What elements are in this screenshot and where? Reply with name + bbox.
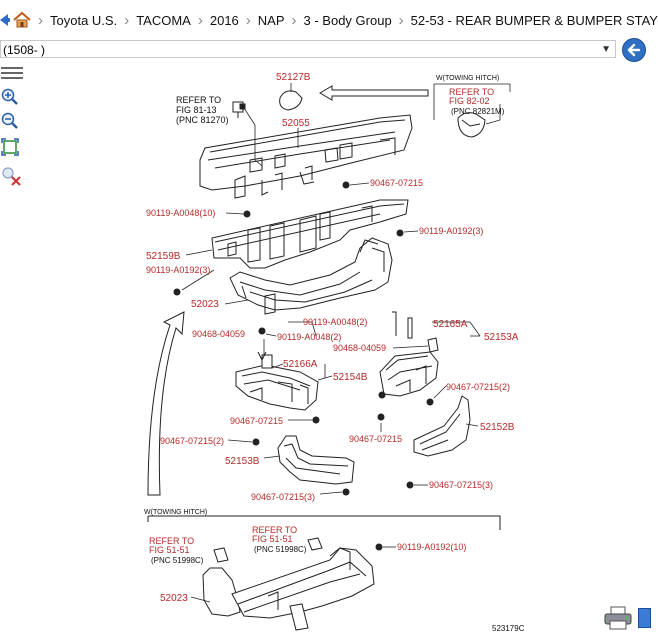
ref-82-02-line3: (PNC 82821M) <box>451 107 505 116</box>
breadcrumb-item-year[interactable]: 2016 <box>209 12 239 28</box>
right-stay-part[interactable] <box>379 311 439 397</box>
left-side-bumper-part[interactable] <box>277 435 355 485</box>
part-label-52153a[interactable]: 52153A <box>484 332 519 343</box>
part-label-52165a[interactable]: 52165A <box>433 319 468 330</box>
part-label-52023[interactable]: 52023 <box>191 299 219 310</box>
curved-arrow-indicator <box>147 311 185 496</box>
leader-line-52023b <box>190 596 211 603</box>
arrow-left-icon <box>627 43 641 57</box>
parts-diagram: 52127B 52055 90467-07215 90119-A0048(10)… <box>144 72 525 633</box>
part-label-90119-a0192-3-left[interactable]: 90119-A0192(3) <box>146 265 210 275</box>
chevron-right-icon: › <box>124 11 130 29</box>
bolt-icons <box>173 181 434 551</box>
part-label-90119-a0048-2-b[interactable]: 90119-A0048(2) <box>277 332 341 342</box>
chevron-right-icon: › <box>197 11 203 29</box>
bumper-stay-part[interactable] <box>229 237 393 315</box>
part-label-90467-07215-b[interactable]: 90467-07215 <box>230 416 283 426</box>
production-range-select[interactable]: (1508- ) ▼ <box>0 40 616 58</box>
zoom-out-icon[interactable] <box>1 112 21 132</box>
breadcrumb: › Toyota U.S. › TACOMA › 2016 › NAP › 3 … <box>0 0 658 40</box>
part-label-90119-a0192-10[interactable]: 90119-A0192(10) <box>397 542 466 552</box>
ref-81-13-line1: REFER TO <box>176 95 221 105</box>
part-label-90119-a0048-10[interactable]: 90119-A0048(10) <box>146 208 215 218</box>
selector-row: (1508- ) ▼ <box>0 40 651 60</box>
ref-81-13-line3: (PNC 81270) <box>176 115 229 125</box>
license-light-connector-part[interactable] <box>232 101 246 118</box>
home-icon[interactable] <box>13 11 31 28</box>
hitch-cover-part[interactable] <box>457 112 486 138</box>
tow-hitch-part[interactable] <box>202 537 375 631</box>
ref-51-51-left-line2[interactable]: FIG 51-51 <box>149 545 190 555</box>
part-label-52127b[interactable]: 52127B <box>276 72 311 83</box>
diagram-toolbar <box>0 62 24 202</box>
part-label-90468-04059-left[interactable]: 90468-04059 <box>192 329 245 339</box>
bumper-reinforcement-part[interactable] <box>211 199 409 269</box>
scroll-corner-button[interactable] <box>638 608 651 628</box>
breadcrumb-item-model[interactable]: TACOMA <box>136 12 191 28</box>
back-icon[interactable] <box>0 12 10 28</box>
chevron-right-icon: › <box>38 11 43 29</box>
part-label-52055[interactable]: 52055 <box>282 118 310 129</box>
part-label-90468-04059-right[interactable]: 90468-04059 <box>333 343 386 353</box>
leader-lines <box>181 83 511 495</box>
chevron-right-icon: › <box>245 11 251 29</box>
step-bumper-part[interactable] <box>199 114 413 199</box>
section-divider <box>148 515 501 530</box>
part-label-90119-a0192-3-right[interactable]: 90119-A0192(3) <box>419 226 483 236</box>
part-label-52023-hitch[interactable]: 52023 <box>160 593 188 604</box>
clear-highlight-icon[interactable] <box>1 166 21 186</box>
print-icon[interactable] <box>603 606 633 630</box>
part-label-52159b[interactable]: 52159B <box>146 251 181 262</box>
ref-51-51-right-line1[interactable]: REFER TO <box>252 525 297 535</box>
chevron-right-icon: › <box>398 11 404 29</box>
part-label-52154b[interactable]: 52154B <box>333 372 368 383</box>
part-label-90467-07215-3-right[interactable]: 90467-07215(3) <box>429 480 493 490</box>
ref-82-02-line1[interactable]: REFER TO <box>449 87 494 97</box>
chevron-right-icon: › <box>291 11 297 29</box>
part-label-52152b[interactable]: 52152B <box>480 422 515 433</box>
part-label-90467-07215-a[interactable]: 90467-07215 <box>370 178 423 188</box>
ref-51-51-left-line1[interactable]: REFER TO <box>149 536 194 546</box>
breadcrumb-item-group[interactable]: 3 - Body Group <box>303 12 392 28</box>
ref-82-02-line2[interactable]: FIG 82-02 <box>449 96 490 106</box>
breadcrumb-item-make[interactable]: Toyota U.S. <box>50 12 118 28</box>
ref-51-51-left-line3: (PNC 51998C) <box>151 556 204 565</box>
fit-to-window-icon[interactable] <box>1 138 21 158</box>
part-label-90467-07215-2-left[interactable]: 90467-07215(2) <box>160 436 224 446</box>
part-label-90467-07215-3-bottom[interactable]: 90467-07215(3) <box>251 492 315 502</box>
ref-81-13-line2: FIG 81-13 <box>176 105 217 115</box>
part-label-52166a[interactable]: 52166A <box>283 359 318 370</box>
right-side-bumper-part[interactable] <box>413 395 471 457</box>
part-label-90467-07215-c[interactable]: 90467-07215 <box>349 434 402 444</box>
part-label-52153b[interactable]: 52153B <box>225 456 260 467</box>
breadcrumb-item-region[interactable]: NAP <box>257 12 285 28</box>
production-range-value: (1508- ) <box>3 43 46 57</box>
ref-51-51-right-line2[interactable]: FIG 51-51 <box>252 534 293 544</box>
ref-51-51-right-line3: (PNC 51998C) <box>254 545 307 554</box>
left-stay-part[interactable] <box>235 351 319 411</box>
towing-hitch-label-top: W(TOWING HITCH) <box>436 75 499 82</box>
part-label-90467-07215-2-right[interactable]: 90467-07215(2) <box>446 382 510 392</box>
part-label-90119-a0048-2-a[interactable]: 90119-A0048(2) <box>303 317 367 327</box>
menu-icon[interactable] <box>1 66 23 86</box>
zoom-in-icon[interactable] <box>1 88 21 108</box>
breadcrumb-item-section[interactable]: 52-53 - REAR BUMPER & BUMPER STAY <box>410 12 658 28</box>
bumper-pad-part[interactable] <box>279 90 303 111</box>
chevron-down-icon: ▼ <box>601 44 611 55</box>
go-back-button[interactable] <box>622 38 646 62</box>
illustration-code: 523179C <box>492 624 525 633</box>
towing-hitch-label-bottom: W(TOWING HITCH) <box>144 509 207 516</box>
arrow-indicator <box>319 85 429 101</box>
